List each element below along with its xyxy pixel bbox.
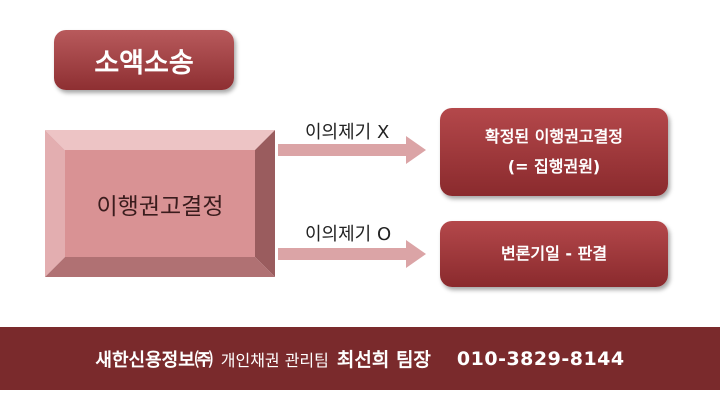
source-box: 이행권고결정 (45, 130, 275, 277)
bevel-box-shape (45, 130, 275, 277)
condition-label-objection: 이의제기 O (305, 224, 392, 245)
footer-person: 최선희 팀장 (336, 349, 431, 371)
title-badge: 소액소송 (54, 30, 234, 90)
result-line: 변론기일 - 판결 (500, 243, 608, 263)
footer-phone: 010-3829-8144 (456, 347, 625, 370)
footer-department: 개인채권 관리팀 (220, 350, 329, 370)
result-line: 확정된 이행권고결정 (484, 126, 624, 146)
result-box-confirmed: 확정된 이행권고결정 (= 집행권원) (440, 108, 668, 196)
arrow-no-objection (278, 136, 426, 164)
arrow-objection (278, 240, 426, 268)
footer-banner: 새한신용정보㈜ 개인채권 관리팀 최선희 팀장 010-3829-8144 (0, 327, 720, 390)
footer-company: 새한신용정보㈜ (95, 349, 213, 371)
result-line: (= 집행권원) (507, 157, 601, 176)
condition-label-no-objection: 이의제기 X (305, 122, 390, 143)
source-box-label: 이행권고결정 (96, 193, 224, 220)
result-box-hearing: 변론기일 - 판결 (440, 221, 668, 287)
